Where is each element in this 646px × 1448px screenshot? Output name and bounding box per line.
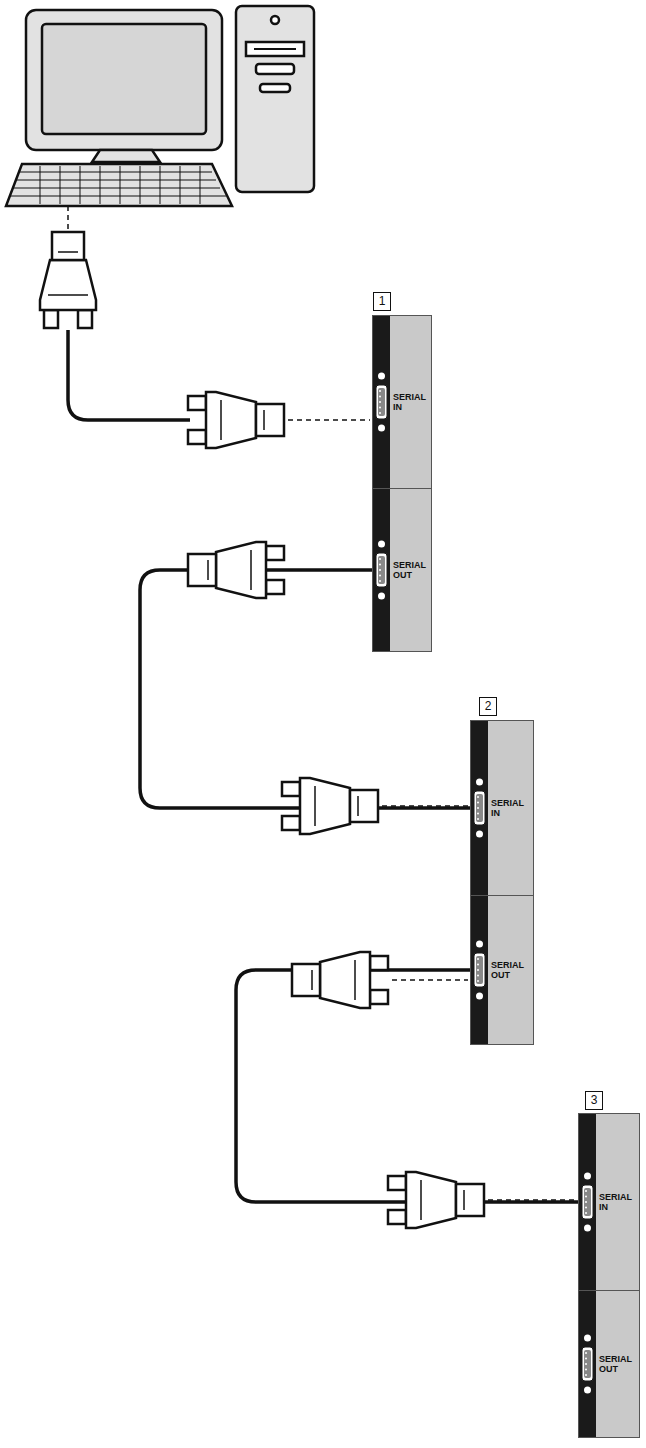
serial-port [579, 1291, 596, 1437]
serial-port [471, 721, 488, 895]
callout-box: 3 [585, 1091, 603, 1110]
connector-panel: SERIAL OUT [578, 1290, 640, 1438]
plug-connector [188, 542, 284, 598]
plug-connector [188, 392, 284, 448]
port-label: SERIAL OUT [491, 960, 531, 980]
connector-panel: SERIAL IN [372, 315, 432, 489]
connector-panel: SERIAL OUT [470, 895, 534, 1045]
port-label: SERIAL OUT [599, 1354, 637, 1374]
port-label: SERIAL IN [491, 798, 531, 818]
callout-number: 3 [586, 1092, 602, 1108]
serial-port [579, 1114, 596, 1290]
callout-box: 1 [373, 292, 391, 311]
connector-panel: SERIAL IN [578, 1113, 640, 1291]
leader-dashed [288, 419, 370, 421]
cable [68, 330, 190, 420]
port-label: SERIAL OUT [393, 560, 429, 580]
callout-box: 2 [479, 697, 497, 716]
plug-connector [40, 232, 96, 328]
serial-port [373, 489, 390, 651]
plug-connector [292, 952, 388, 1008]
callout-number: 1 [374, 293, 390, 309]
serial-port [471, 896, 488, 1044]
connector-panel: SERIAL OUT [372, 488, 432, 652]
connector-panel: SERIAL IN [470, 720, 534, 896]
plug-connector [282, 778, 378, 834]
computer-illustration [6, 6, 314, 206]
port-label: SERIAL IN [599, 1192, 637, 1212]
serial-port [373, 316, 390, 488]
callout-number: 2 [480, 698, 496, 714]
leader-dashed [288, 570, 576, 1200]
port-label: SERIAL IN [393, 392, 429, 412]
plug-connector [388, 1172, 484, 1228]
